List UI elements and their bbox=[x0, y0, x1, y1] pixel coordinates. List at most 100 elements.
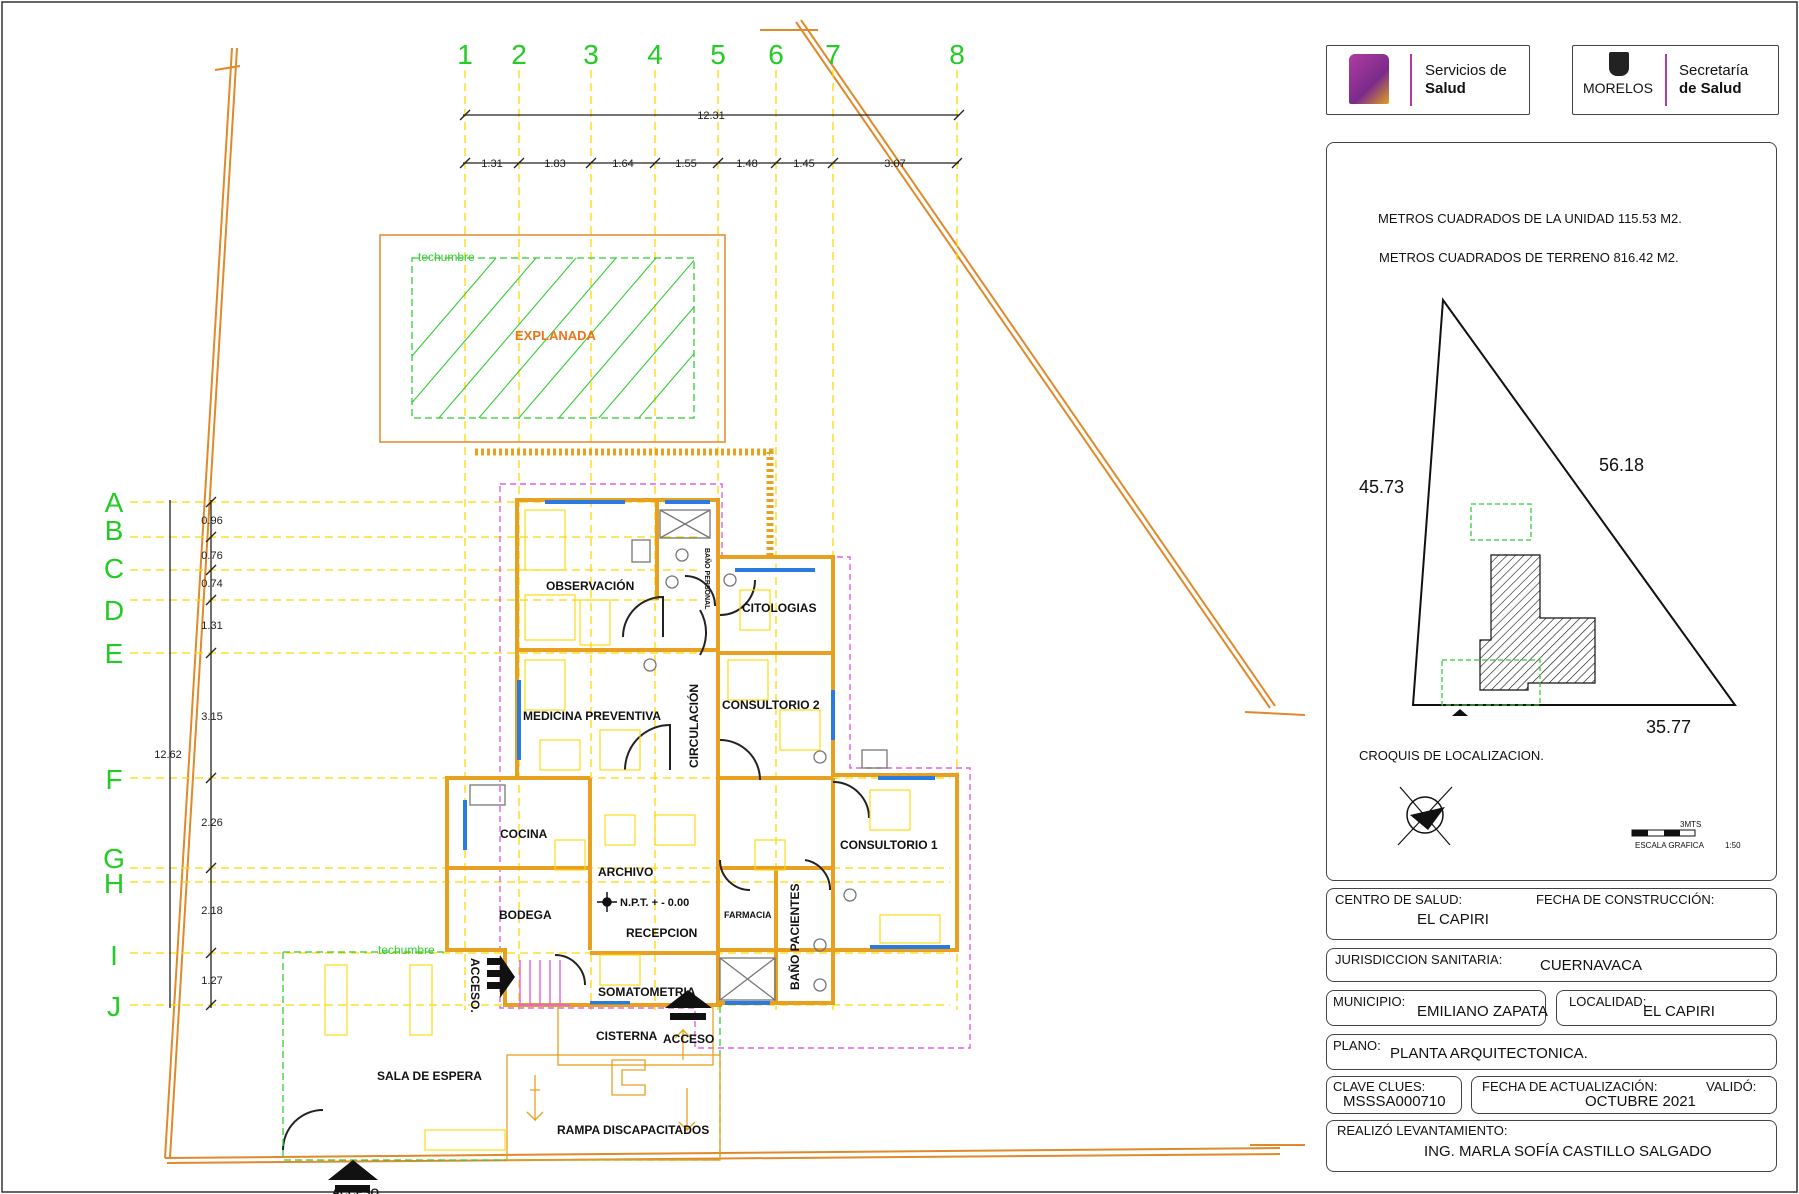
jurisdiccion-label: JURISDICCION SANITARIA: bbox=[1335, 952, 1503, 967]
windows bbox=[463, 500, 950, 1005]
level-marker bbox=[597, 892, 617, 912]
fecha-act-value: OCTUBRE 2021 bbox=[1585, 1093, 1696, 1110]
room-medicina-preventiva: MEDICINA PREVENTIVA bbox=[523, 709, 661, 723]
access-arrows bbox=[328, 955, 712, 1192]
axis-label-D: D bbox=[104, 595, 124, 626]
axis-label-4: 4 bbox=[647, 39, 663, 70]
dim-vspan-8: 1.27 bbox=[201, 975, 222, 987]
label-acceso-side: ACCESO. bbox=[468, 958, 482, 1013]
axis-label-G: G bbox=[103, 843, 125, 874]
dim-vspan-2: 0.76 bbox=[201, 550, 222, 562]
top-dimensions bbox=[459, 109, 965, 164]
building-walls bbox=[445, 498, 959, 1007]
axis-label-A: A bbox=[105, 487, 124, 518]
clave-value: MSSSA000710 bbox=[1343, 1093, 1446, 1110]
row-realizo: REALIZÓ LEVANTAMIENTO: ING. MARLA SOFÍA … bbox=[1326, 1120, 1777, 1172]
axis-label-2: 2 bbox=[511, 39, 527, 70]
label-techumbre-2: techumbre bbox=[378, 943, 435, 957]
row-municipio: MUNICIPIO: EMILIANO ZAPATA bbox=[1326, 990, 1548, 1026]
plano-value: PLANTA ARQUITECTONICA. bbox=[1390, 1045, 1588, 1062]
realizo-value: ING. MARLA SOFÍA CASTILLO SALGADO bbox=[1424, 1143, 1712, 1160]
row-localidad: LOCALIDAD: EL CAPIRI bbox=[1556, 990, 1777, 1026]
row-jurisdiccion: JURISDICCION SANITARIA: CUERNAVACA bbox=[1326, 948, 1777, 982]
axis-label-E: E bbox=[105, 638, 124, 669]
room-explanada: EXPLANADA bbox=[515, 328, 597, 343]
level-npt: N.P.T. + - 0.00 bbox=[620, 897, 689, 909]
room-cisterna: CISTERNA bbox=[596, 1029, 658, 1043]
setback-outline bbox=[499, 483, 971, 1049]
room-farmacia: FARMACIA bbox=[724, 910, 772, 920]
logo-left-line2: Salud bbox=[1425, 80, 1466, 97]
unit-area: METROS CUADRADOS DE LA UNIDAD 115.53 M2. bbox=[1378, 211, 1682, 226]
municipio-label: MUNICIPIO: bbox=[1333, 994, 1406, 1009]
dim-span-6: 1.45 bbox=[793, 158, 814, 170]
axis-label-B: B bbox=[105, 515, 124, 546]
row-plano: PLANO: PLANTA ARQUITECTONICA. bbox=[1326, 1034, 1777, 1070]
realizo-label: REALIZÓ LEVANTAMIENTO: bbox=[1337, 1123, 1508, 1138]
pergola bbox=[475, 448, 774, 557]
logo-servicios-salud: Servicios de Salud bbox=[1326, 45, 1530, 115]
furniture bbox=[324, 509, 941, 1151]
fecha-const-label: FECHA DE CONSTRUCCIÓN: bbox=[1536, 892, 1715, 907]
dim-vspan-1: 0.96 bbox=[201, 515, 222, 527]
location-sketch bbox=[1397, 297, 1737, 846]
axis-label-1: 1 bbox=[457, 39, 473, 70]
room-consultorio-2: CONSULTORIO 2 bbox=[722, 698, 820, 712]
centro-label: CENTRO DE SALUD: bbox=[1335, 892, 1463, 907]
room-cocina: COCINA bbox=[500, 827, 548, 841]
localidad-value: EL CAPIRI bbox=[1643, 1003, 1715, 1020]
dim-span-5: 1.48 bbox=[736, 158, 757, 170]
dim-vspan-5: 3.15 bbox=[201, 711, 222, 723]
row-fecha-actualizacion: FECHA DE ACTUALIZACIÓN: OCTUBRE 2021 VAL… bbox=[1471, 1076, 1777, 1114]
land-area: METROS CUADRADOS DE TERRENO 816.42 M2. bbox=[1379, 250, 1679, 265]
side-bottom: 35.77 bbox=[1646, 717, 1691, 737]
dim-vspan-6: 2.26 bbox=[201, 817, 222, 829]
room-somatometria: SOMATOMETRIA bbox=[598, 985, 696, 999]
explanada-area bbox=[379, 234, 726, 443]
room-archivo: ARCHIVO bbox=[598, 865, 653, 879]
room-sala-espera: SALA DE ESPERA bbox=[377, 1069, 482, 1083]
dim-vspan-7: 2.18 bbox=[201, 905, 222, 917]
dim-span-7: 3.07 bbox=[884, 158, 905, 170]
label-acceso-main: ACCESO. bbox=[332, 1187, 382, 1194]
logo-secretaria-salud: MORELOS Secretaría de Salud bbox=[1572, 45, 1779, 115]
axis-label-F: F bbox=[105, 764, 122, 795]
room-bano-pacientes: BAÑO PACIENTES bbox=[787, 884, 802, 990]
left-dimensions bbox=[169, 500, 212, 1008]
axis-label-H: H bbox=[104, 868, 124, 899]
dim-total-width: 12.31 bbox=[697, 110, 725, 122]
dim-vspan-4: 1.31 bbox=[201, 620, 222, 632]
jurisdiccion-value: CUERNAVACA bbox=[1540, 957, 1642, 974]
label-techumbre-1: techumbre bbox=[418, 250, 475, 264]
row-centro: CENTRO DE SALUD: EL CAPIRI FECHA DE CONS… bbox=[1326, 888, 1777, 940]
room-circulacion: CIRCULACIÓN bbox=[686, 684, 701, 768]
dim-span-2: 1.83 bbox=[544, 158, 565, 170]
localidad-label: LOCALIDAD: bbox=[1569, 994, 1647, 1009]
property-boundary bbox=[164, 19, 1306, 1164]
axis-label-C: C bbox=[104, 553, 124, 584]
logo-right-line1: Secretaría bbox=[1679, 62, 1749, 79]
graphic-scale bbox=[1631, 829, 1696, 837]
row-clave: CLAVE CLUES: MSSSA000710 bbox=[1326, 1076, 1462, 1114]
centro-value: EL CAPIRI bbox=[1417, 911, 1489, 928]
info-panel bbox=[1326, 142, 1777, 881]
access-stairs bbox=[518, 960, 570, 1006]
room-observacion: OBSERVACIÓN bbox=[546, 578, 634, 593]
municipio-value: EMILIANO ZAPATA bbox=[1417, 1003, 1548, 1020]
label-acceso-cisterna: ACCESO bbox=[663, 1032, 714, 1046]
left-dimension-values: 12.620.960.760.741.313.152.262.181.27 bbox=[154, 496, 223, 1011]
room-bodega: BODEGA bbox=[499, 908, 552, 922]
room-consultorio-1: CONSULTORIO 1 bbox=[840, 838, 938, 852]
scale-ratio: 1:50 bbox=[1725, 841, 1741, 850]
scale-units: 3MTS bbox=[1680, 820, 1701, 829]
axis-label-I: I bbox=[110, 940, 118, 971]
valido-label: VALIDÓ: bbox=[1706, 1079, 1757, 1094]
servicios-salud-emblem-icon bbox=[1349, 54, 1389, 104]
fecha-act-label: FECHA DE ACTUALIZACIÓN: bbox=[1482, 1079, 1658, 1094]
axis-label-J: J bbox=[107, 991, 121, 1022]
side-left: 45.73 bbox=[1359, 477, 1404, 497]
